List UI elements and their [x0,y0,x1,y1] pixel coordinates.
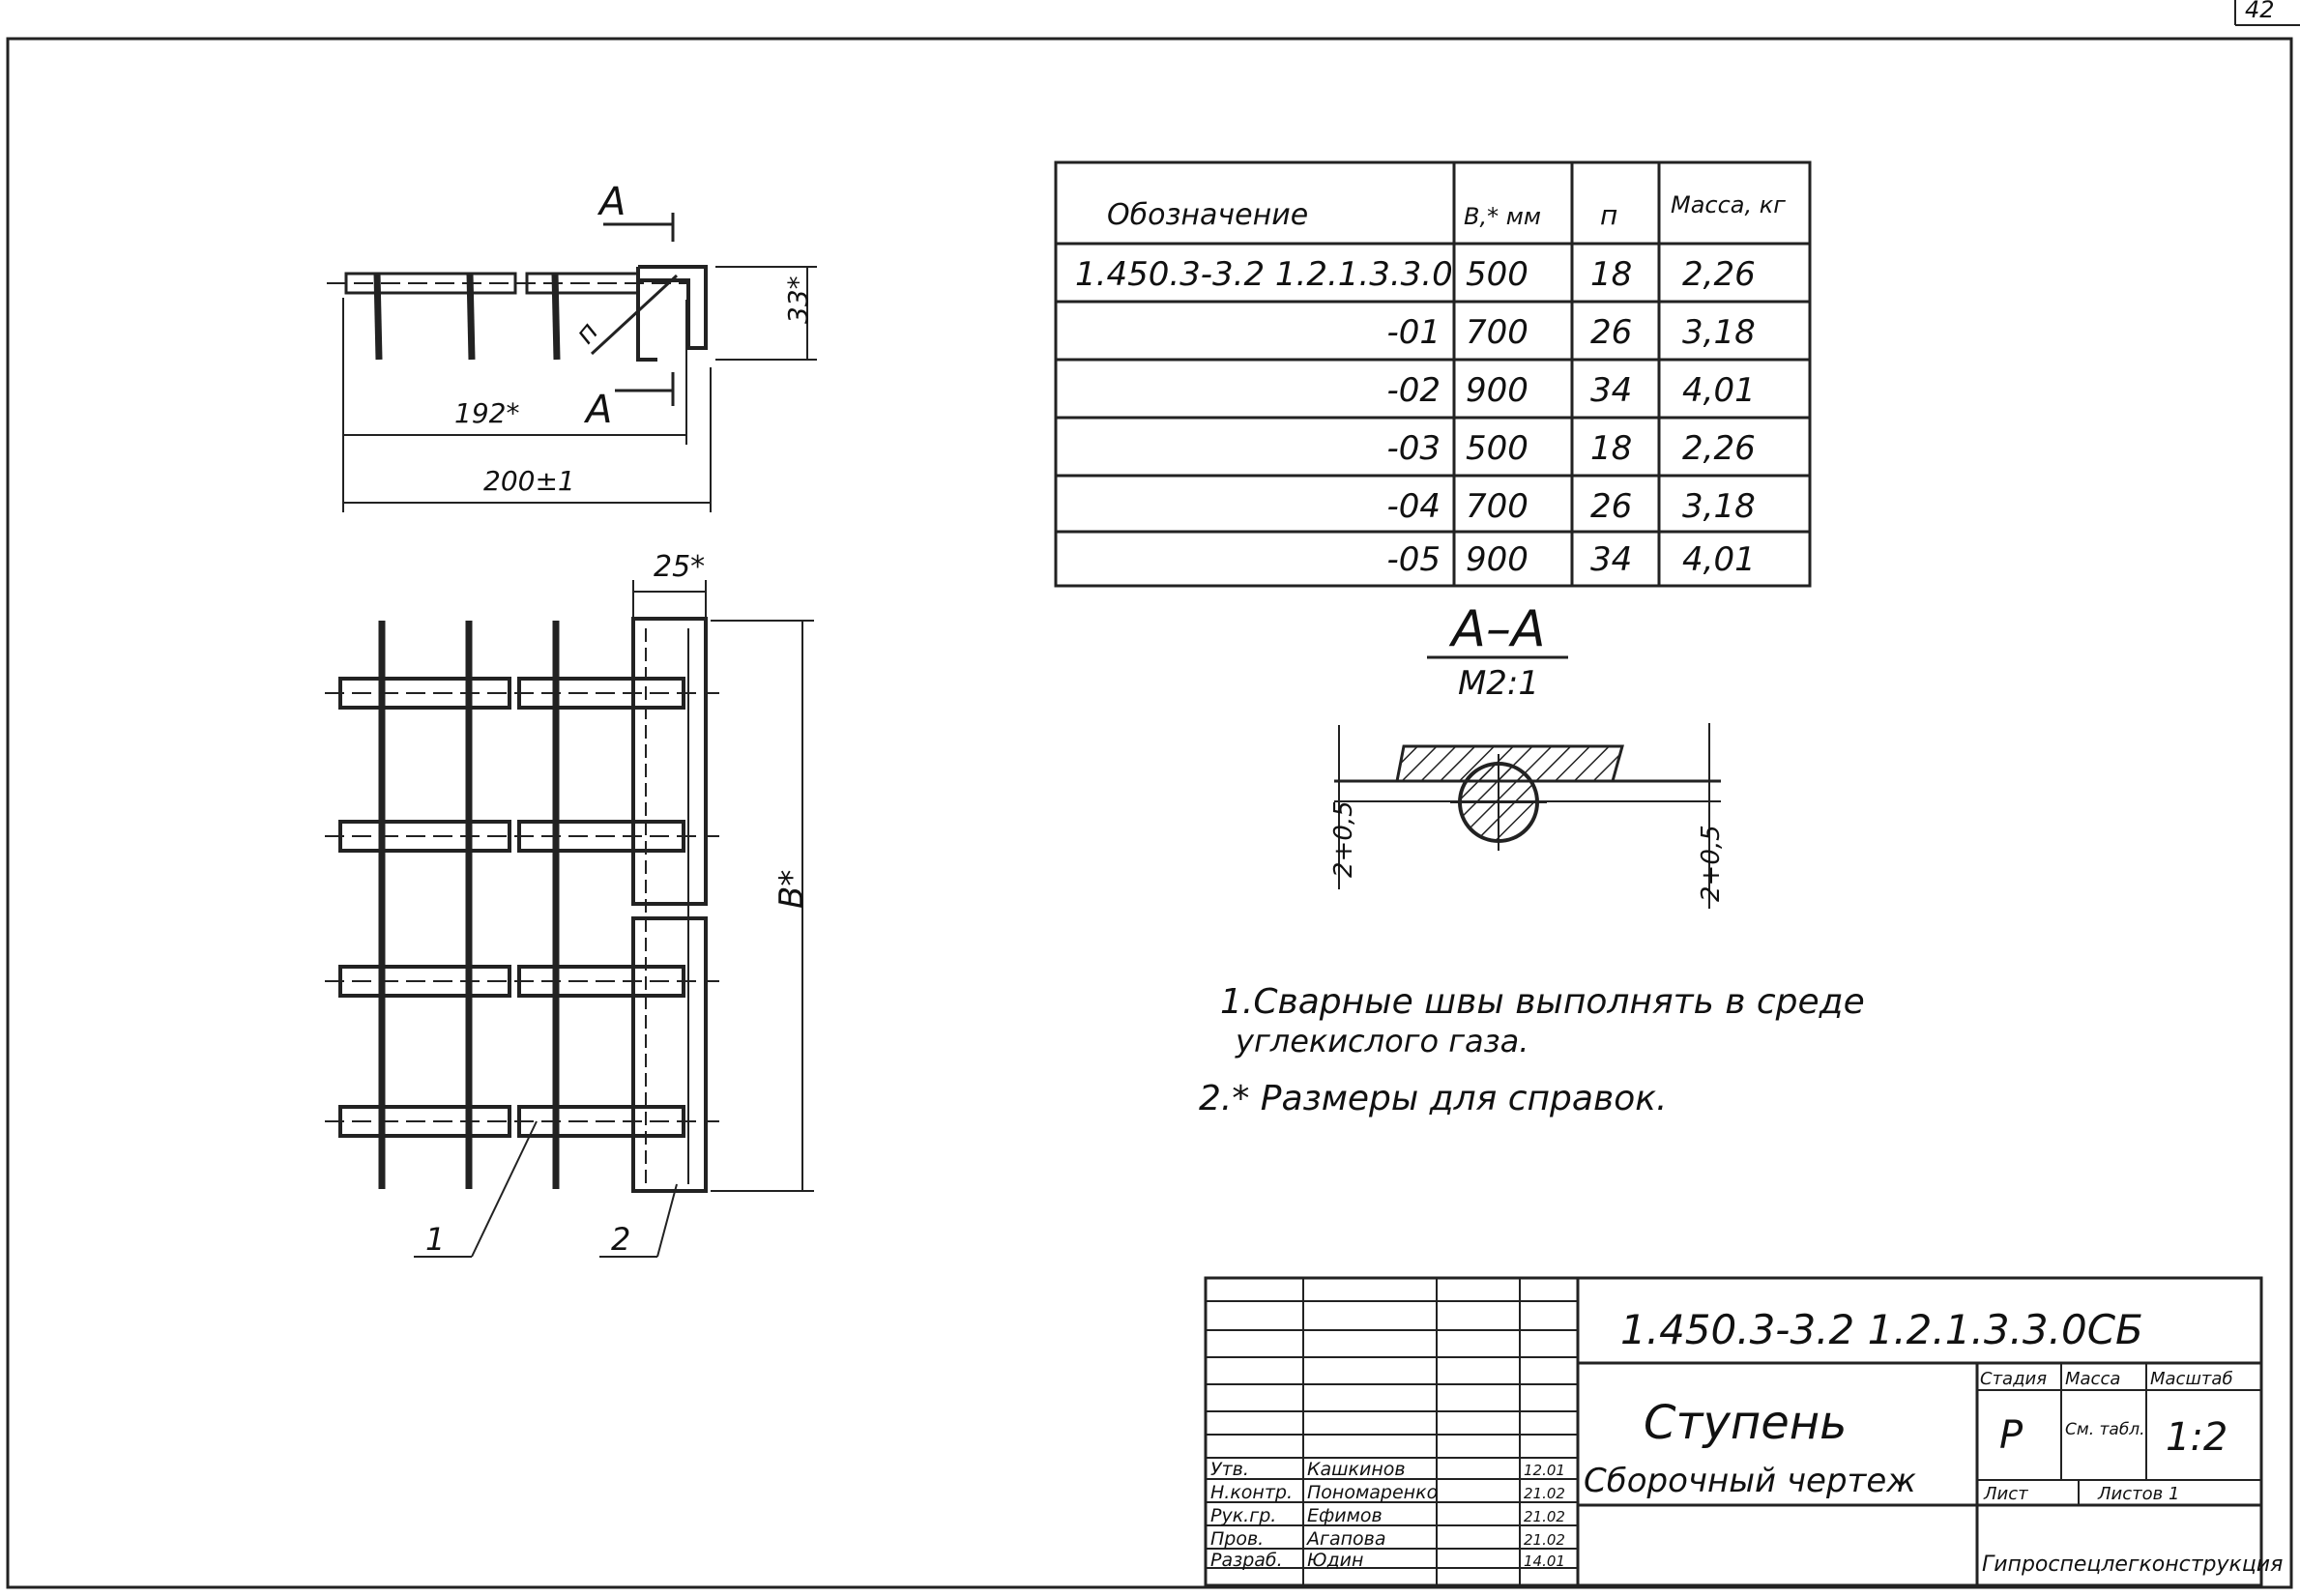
spec-table [1054,160,1812,588]
dim-b: В* [772,870,811,909]
section-mark-top: A [597,180,626,224]
note-1-line-2: углекислого газа. [1235,1023,1528,1059]
table-cell: 2,26 [1682,429,1756,468]
table-cell: -02 [1386,371,1441,410]
person-name: Агапова [1305,1528,1386,1550]
section-scale: М2:1 [1458,664,1539,703]
sign-date: 12.01 [1524,1462,1565,1479]
role-label: Пров. [1210,1528,1264,1550]
table-header-b: В,* мм [1464,203,1541,230]
table-cell: 700 [1466,487,1528,526]
note-2: 2.* Размеры для справок. [1199,1079,1667,1118]
dim-left: 2+0,5 [1329,800,1358,878]
table-cell: -01 [1386,313,1441,352]
table-cell: 500 [1466,429,1528,468]
person-name: Пономаренко [1307,1482,1438,1503]
sheets-label: Листов 1 [2097,1484,2179,1504]
table-cell: 26 [1590,313,1632,352]
table-rows: 1.450.3-3.2 1.2.1.3.3.0 500 18 2,26 -01 … [1075,255,1756,579]
table-cell: 34 [1590,540,1632,579]
table-header-mass: Масса, кг [1671,191,1786,218]
table-cell: 500 [1466,255,1528,294]
section-title: А–А [1448,600,1545,658]
sheet-frame [6,37,2293,1589]
dim-200: 200±1 [483,465,575,497]
sign-date: 21.02 [1524,1531,1565,1549]
sheet-label: Лист [1983,1484,2028,1504]
sheet-number: 42 [2245,0,2275,23]
stage-value: Р [1999,1413,2023,1458]
doc-subtitle: Сборочный чертеж [1584,1462,1916,1500]
dim-25: 25* [654,550,705,584]
note-1-line-1: 1.Сварные швы выполнять в среде [1220,982,1865,1022]
person-name: Юдин [1307,1550,1363,1571]
table-cell: 4,01 [1682,371,1756,410]
scale-label: Масштаб [2150,1369,2233,1389]
role-label: Утв. [1210,1459,1249,1480]
table-header-n: п [1600,199,1617,231]
table-cell: 18 [1590,429,1632,468]
table-cell: 3,18 [1682,313,1756,352]
section-view [1334,723,1721,909]
sign-date: 21.02 [1524,1508,1565,1525]
doc-title: Ступень [1644,1396,1847,1450]
mass-value: См. табл. [2065,1420,2145,1439]
table-cell: 18 [1590,255,1632,294]
table-cell: 2,26 [1682,255,1756,294]
table-cell: 900 [1466,540,1528,579]
table-cell: 34 [1590,371,1632,410]
role-label: Н.контр. [1210,1482,1293,1503]
dim-33: 33* [782,276,814,324]
table-cell: -04 [1386,487,1441,526]
title-block [1204,1276,2263,1587]
org-name: Гипроспецлегконструкция [1982,1552,2283,1577]
callout-2: 2 [611,1221,630,1258]
doc-code: 1.450.3-3.2 1.2.1.3.3.0СБ [1620,1306,2143,1353]
signature-rows: Утв. Кашкинов 12.01 Н.контр. Пономаренко… [1210,1459,1565,1571]
table-cell: 3,18 [1682,487,1756,526]
dim-right: 2+0,5 [1697,825,1726,902]
callout-1: 1 [425,1221,445,1258]
pos-n-label: п [568,316,604,350]
stage-label: Стадия [1980,1369,2047,1389]
section-mark-bottom: A [583,388,612,432]
table-cell: 4,01 [1682,540,1756,579]
top-view [327,213,817,512]
role-label: Разраб. [1210,1550,1283,1571]
table-cell: -03 [1386,429,1441,468]
table-cell: 1.450.3-3.2 1.2.1.3.3.0 [1075,255,1453,294]
dim-192: 192* [454,397,519,429]
person-name: Кашкинов [1307,1459,1406,1480]
sign-date: 14.01 [1524,1552,1565,1570]
table-cell: 26 [1590,487,1632,526]
person-name: Ефимов [1307,1505,1383,1526]
table-cell: -05 [1386,540,1441,579]
scale-value: 1:2 [2166,1415,2227,1460]
role-label: Рук.гр. [1210,1505,1276,1526]
table-cell: 700 [1466,313,1528,352]
front-view [325,580,814,1258]
table-cell: 900 [1466,371,1528,410]
mass-label: Масса [2065,1369,2120,1389]
table-header-designation: Обозначение [1107,198,1308,232]
sign-date: 21.02 [1524,1485,1565,1502]
